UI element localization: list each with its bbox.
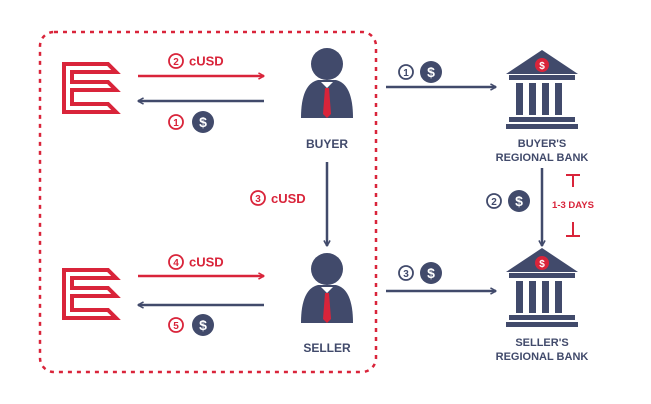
dollar-icon	[420, 61, 442, 83]
svg-text:$: $	[427, 265, 435, 281]
svg-text:$: $	[427, 64, 435, 80]
svg-text:3: 3	[403, 269, 409, 280]
svg-text:3: 3	[255, 194, 261, 205]
svg-text:2: 2	[173, 57, 179, 68]
celo-logo-top	[62, 62, 118, 114]
step-bottom-left: 5 $	[168, 314, 214, 336]
step-buyer-to-bank: 1 $	[398, 61, 442, 83]
svg-text:4: 4	[173, 258, 179, 269]
settlement-duration-label: 1-3 DAYS	[552, 200, 594, 211]
buyer-icon	[301, 48, 353, 118]
buyer-bank-label-line2: REGIONAL BANK	[496, 152, 589, 164]
svg-text:cUSD: cUSD	[189, 54, 224, 69]
svg-text:cUSD: cUSD	[271, 191, 306, 206]
step-seller-to-bank: 3 $	[398, 262, 442, 284]
seller-bank-label-line2: REGIONAL BANK	[496, 351, 589, 363]
step-bank-to-bank: 2 $	[486, 190, 530, 212]
buyer-bank-label-line1: BUYER'S	[518, 138, 566, 150]
dollar-icon	[192, 314, 214, 336]
svg-text:1: 1	[173, 118, 179, 129]
step-top-left: 1 $	[168, 111, 214, 133]
buyer-bank-dollar: $	[539, 61, 545, 72]
seller-bank-dollar: $	[539, 259, 545, 270]
step-buyer-to-seller: 3 cUSD	[250, 190, 306, 206]
seller-bank-label-line1: SELLER'S	[515, 337, 568, 349]
dollar-icon	[192, 111, 214, 133]
celo-logo-bottom	[62, 268, 118, 320]
step-bottom-right: 4 cUSD	[168, 254, 224, 270]
platform-boundary	[38, 30, 378, 374]
buyer-label: BUYER	[306, 137, 348, 151]
svg-text:1: 1	[403, 68, 409, 79]
svg-text:$: $	[199, 114, 207, 130]
seller-icon	[301, 253, 353, 323]
svg-text:2: 2	[491, 197, 497, 208]
dollar-icon	[420, 262, 442, 284]
seller-label: SELLER	[303, 341, 351, 355]
svg-text:$: $	[515, 193, 523, 209]
step-top-right: 2 cUSD	[168, 53, 224, 69]
svg-text:cUSD: cUSD	[189, 255, 224, 270]
svg-text:5: 5	[173, 321, 179, 332]
svg-text:$: $	[199, 317, 207, 333]
dollar-icon	[508, 190, 530, 212]
